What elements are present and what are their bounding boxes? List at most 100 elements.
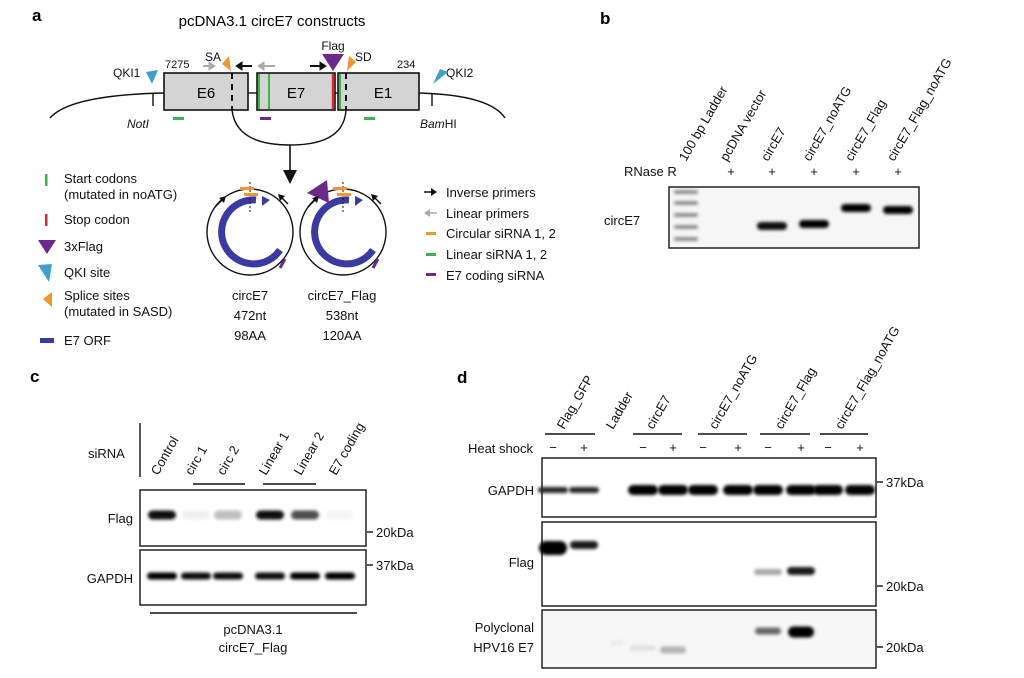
- heat-shock-sign: +: [669, 440, 677, 455]
- flag-band: [148, 510, 176, 520]
- svg-text:Linear primers: Linear primers: [446, 206, 530, 221]
- gapdh-band: [628, 485, 658, 495]
- blot-label: Flag: [509, 555, 534, 570]
- qki2-label: QKI2: [446, 66, 474, 80]
- linear-sirna-mark: [173, 117, 184, 120]
- linear-sirna-mark: [364, 117, 375, 120]
- gapdh-band: [753, 485, 783, 495]
- svg-text:Stop codon: Stop codon: [64, 212, 130, 227]
- gel-band: [841, 204, 871, 212]
- e7-band: [660, 646, 686, 654]
- gapdh-band: [688, 485, 718, 495]
- red-bar-icon: [45, 214, 48, 226]
- group-label: circE7_Flag: [772, 365, 819, 432]
- lane-label: Linear 2: [291, 429, 327, 477]
- svg-text:Start codons: Start codons: [64, 171, 137, 186]
- svg-text:circE7: circE7: [232, 288, 268, 303]
- gapdh-band: [213, 572, 243, 580]
- blot-label: Polyclonal: [475, 620, 534, 635]
- qki2-icon: [433, 69, 448, 84]
- gel-band: [883, 206, 913, 214]
- e7-band: [630, 645, 656, 651]
- rnase-sign: +: [810, 164, 818, 179]
- gapdh-band: [290, 572, 320, 580]
- group-label: circE7_noATG: [706, 352, 761, 432]
- gapdh-band: [181, 572, 211, 580]
- svg-text:Circular siRNA 1, 2: Circular siRNA 1, 2: [446, 226, 556, 241]
- lane-label: circE7_Flag: [842, 97, 889, 164]
- sa-label: SA: [205, 50, 221, 64]
- flag-label: Flag: [321, 39, 344, 53]
- agarose-gel: [668, 186, 920, 249]
- heat-shock-sign: +: [797, 440, 805, 455]
- gapdh-band: [813, 485, 843, 495]
- construct-title: pcDNA3.1 circE7 constructs: [179, 13, 366, 30]
- purple-bar-icon: [426, 273, 436, 276]
- heat-shock-sign: −: [764, 440, 772, 455]
- blue-bar-icon: [40, 338, 54, 343]
- flag-band: [326, 510, 354, 520]
- e7-coding-sirna-mark: [260, 117, 271, 120]
- splice-donor-icon: [347, 56, 356, 71]
- blot-label: GAPDH: [87, 571, 133, 586]
- linear-primer-arrows: [203, 61, 275, 71]
- flag-band: [214, 510, 242, 520]
- blue-triangle-icon: [38, 264, 52, 282]
- rnase-sign: +: [768, 164, 776, 179]
- legend-right: Inverse primers Linear primers Circular …: [424, 185, 556, 283]
- gapdh-band: [723, 485, 753, 495]
- heat-shock-sign: +: [580, 440, 588, 455]
- e7-band: [788, 626, 814, 638]
- gapdh-band: [325, 572, 355, 580]
- flag-band: [787, 567, 815, 575]
- heat-shock-sign: +: [734, 440, 742, 455]
- exon-e1: [337, 72, 420, 111]
- exon-e6-label: E6: [197, 85, 215, 102]
- size-marker: 20kDa: [376, 525, 414, 540]
- inverse-primer-arrows: [235, 61, 327, 71]
- panel-a-letter: a: [32, 6, 42, 25]
- e7-band: [755, 627, 781, 635]
- lane-label: circE7_Flag_noATG: [884, 55, 955, 163]
- flag-band: [570, 541, 598, 549]
- qki1-label: QKI1: [113, 66, 141, 80]
- group-label: Flag_GFP: [554, 373, 597, 432]
- panel-b-letter: b: [600, 9, 610, 28]
- orange-bar-icon: [426, 232, 436, 235]
- splice-acceptor-icon: [222, 56, 231, 71]
- ladder-band: [674, 225, 698, 229]
- gapdh-band: [658, 485, 688, 495]
- rnase-sign: +: [727, 164, 735, 179]
- gapdh-band: [569, 487, 599, 493]
- lane-label: Linear 1: [256, 429, 292, 477]
- arrow-down-icon: [283, 170, 297, 184]
- group-label: Ladder: [603, 388, 637, 431]
- e7-blot: [541, 609, 877, 669]
- position-left: 7275: [165, 59, 189, 71]
- flag-band: [539, 541, 567, 555]
- backbone-left: [49, 92, 165, 119]
- svg-text:3xFlag: 3xFlag: [64, 239, 103, 254]
- ladder-band: [674, 201, 698, 205]
- position-right: 234: [397, 59, 415, 71]
- heat-shock-sign: −: [549, 440, 557, 455]
- orange-triangle-icon: [43, 292, 52, 307]
- exon-e1-label: E1: [374, 85, 392, 102]
- exon-e6: [163, 72, 249, 111]
- lane-label: circ 1: [182, 443, 211, 477]
- panel-a: a pcDNA3.1 circE7 constructs NotI BamHI …: [32, 6, 556, 348]
- green-bar-icon: [426, 253, 436, 256]
- flag-band: [291, 510, 319, 520]
- group-label: circE7: [643, 393, 674, 432]
- exon-e7-label: E7: [287, 85, 305, 102]
- svg-text:Splice sites: Splice sites: [64, 288, 130, 303]
- bamhi-label: BamHI: [420, 117, 457, 131]
- construct-label: pcDNA3.1: [223, 622, 282, 637]
- circle-captions: circE7 472nt 98AA circE7_Flag 538nt 120A…: [232, 288, 376, 343]
- gapdh-band: [786, 485, 816, 495]
- blot-label: HPV16 E7: [473, 640, 534, 655]
- rnase-sign: +: [894, 164, 902, 179]
